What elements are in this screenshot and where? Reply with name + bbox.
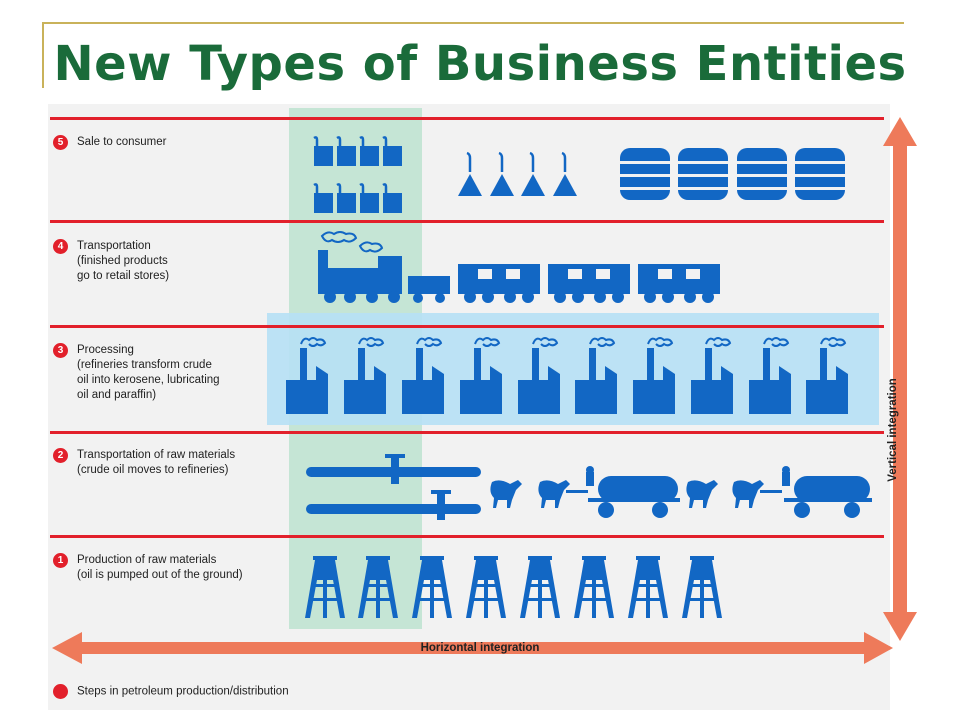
- legend-dot: [53, 684, 68, 699]
- oil-derrick-icons: [305, 556, 722, 618]
- horizontal-integration-label: Horizontal integration: [420, 642, 540, 654]
- step-label: Production of raw materials (oil is pump…: [77, 554, 243, 581]
- legend-label: Steps in petroleum production/distributi…: [77, 685, 289, 698]
- vertical-integration-arrow: [883, 117, 917, 641]
- step-number-badge: 1: [53, 553, 68, 568]
- title-frame-top: [42, 22, 904, 24]
- step-4: 4 Transportation (finished products go to…: [53, 239, 169, 284]
- step-label: Processing (refineries transform crude o…: [77, 344, 220, 401]
- oil-can-icons: [312, 136, 404, 215]
- legend: Steps in petroleum production/distributi…: [53, 684, 289, 699]
- step-5: 5 Sale to consumer: [53, 135, 167, 150]
- step-divider: [50, 117, 884, 120]
- step-number-badge: 4: [53, 239, 68, 254]
- refinery-icons: [285, 337, 849, 415]
- kerosene-lamp-icons: [456, 151, 579, 198]
- step-number-badge: 3: [53, 343, 68, 358]
- step-number-badge: 2: [53, 448, 68, 463]
- step-divider: [50, 325, 884, 328]
- vertical-integration-label: Vertical integration: [887, 378, 899, 482]
- step-label: Sale to consumer: [77, 136, 167, 148]
- step-label: Transportation of raw materials (crude o…: [77, 449, 236, 476]
- horizontal-integration-arrow: [52, 632, 893, 664]
- step-3: 3 Processing (refineries transform crude …: [53, 343, 220, 403]
- title-frame-left: [42, 22, 44, 88]
- step-number-badge: 5: [53, 135, 68, 150]
- oil-barrel-icons: [620, 148, 845, 200]
- step-divider: [50, 431, 884, 434]
- step-divider: [50, 535, 884, 538]
- vertical-integration-label-wrap: Vertical integration: [885, 378, 901, 482]
- page-title: New Types of Business Entities: [53, 36, 907, 92]
- train-icon: [318, 231, 720, 303]
- step-divider: [50, 220, 884, 223]
- pipeline-icons: [306, 454, 481, 520]
- horse-wagon-icons: [490, 466, 872, 518]
- step-2: 2 Transportation of raw materials (crude …: [53, 448, 235, 478]
- step-1: 1 Production of raw materials (oil is pum…: [53, 553, 243, 583]
- step-label: Transportation (finished products go to …: [77, 240, 170, 282]
